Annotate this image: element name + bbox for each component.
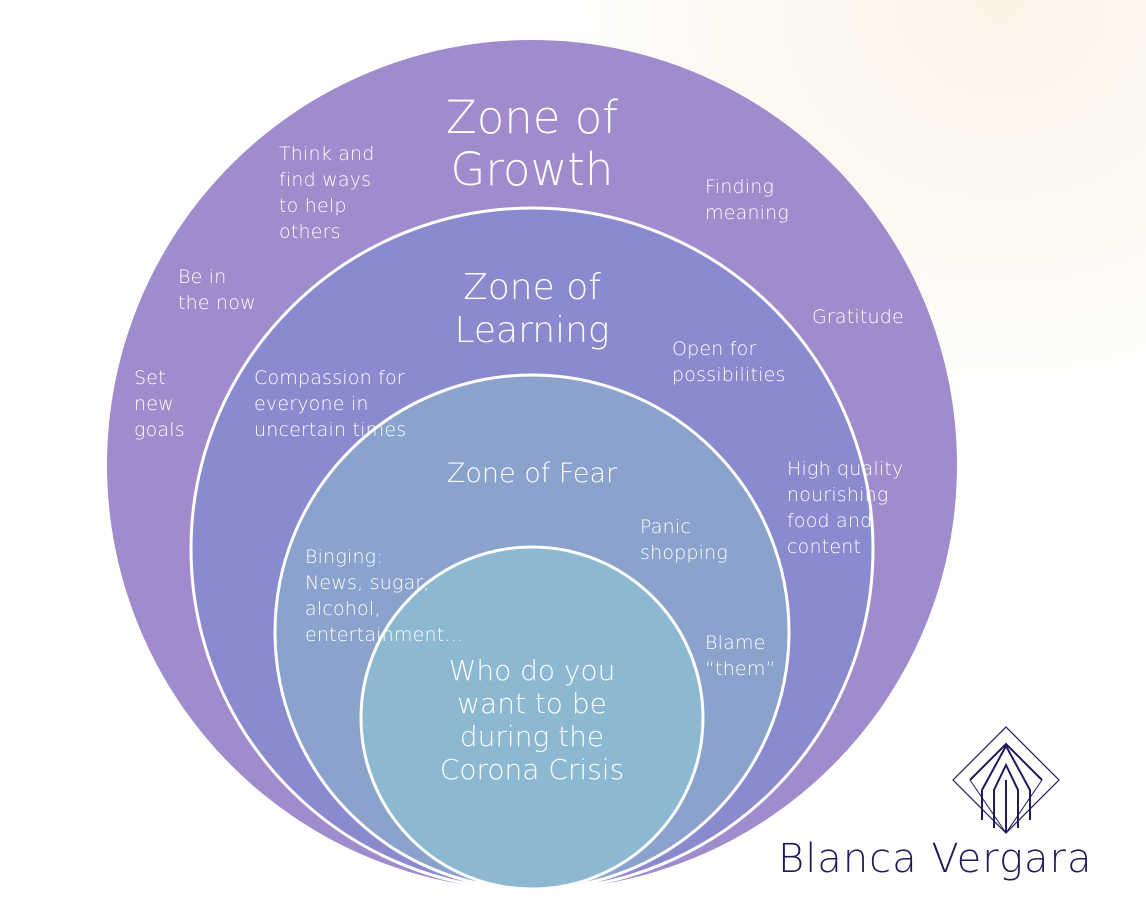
core-question: Who do you want to be during the Corona … bbox=[439, 654, 625, 786]
growth-item-be-in-now: Be in the now bbox=[178, 266, 256, 314]
growth-item-finding-meaning: Finding meaning bbox=[705, 176, 790, 224]
logo-diamond-icon bbox=[952, 726, 1060, 834]
growth-item-gratitude: Gratitude bbox=[812, 306, 904, 328]
learning-item-compassion: Compassion for everyone in uncertain tim… bbox=[254, 367, 407, 441]
zone-growth-title: Zone of Growth bbox=[445, 91, 619, 196]
zone-core-circle bbox=[359, 545, 705, 891]
fear-item-panic-shopping: Panic shopping bbox=[640, 516, 729, 564]
zone-fear-title: Zone of Fear bbox=[446, 458, 618, 489]
fear-item-blame: Blame “them” bbox=[705, 632, 776, 680]
brand-name: Blanca Vergara bbox=[778, 836, 1093, 882]
zone-learning-title: Zone of Learning bbox=[454, 267, 610, 351]
growth-item-quality-content: High quality nourishing food and content bbox=[787, 458, 904, 558]
growth-item-help-others: Think and find ways to help others bbox=[279, 143, 375, 243]
growth-item-new-goals: Set new goals bbox=[134, 367, 185, 441]
learning-item-possibilities: Open for possibilities bbox=[672, 338, 786, 386]
fear-item-binging: Binging: News, sugar, alcohol, entertain… bbox=[305, 546, 464, 646]
